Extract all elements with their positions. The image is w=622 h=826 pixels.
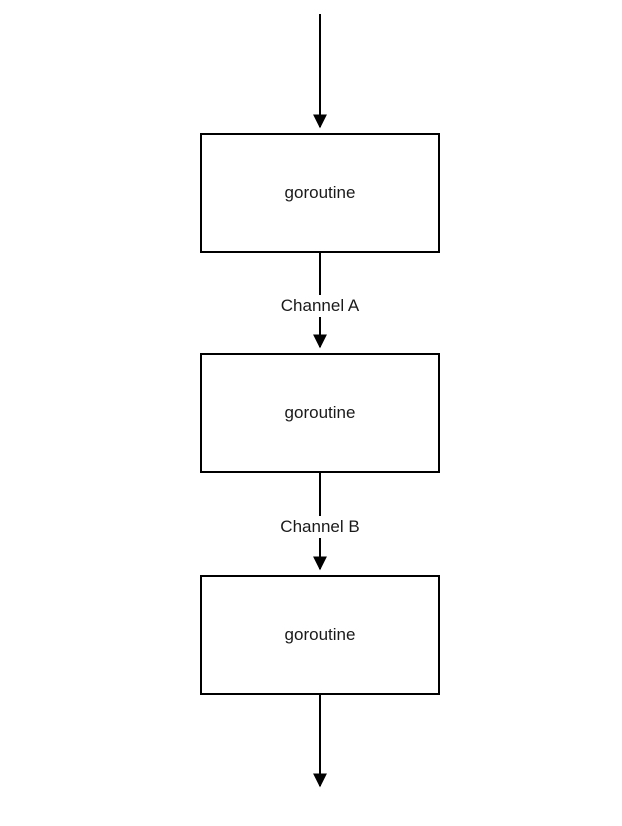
edge-label-channel-b: Channel B bbox=[275, 516, 365, 538]
goroutine-node-1: goroutine bbox=[200, 133, 440, 253]
goroutine-node-3-label: goroutine bbox=[284, 625, 356, 644]
goroutine-node-3: goroutine bbox=[200, 575, 440, 695]
goroutine-node-2-label: goroutine bbox=[284, 403, 356, 422]
goroutine-node-2: goroutine bbox=[200, 353, 440, 473]
goroutine-node-1-label: goroutine bbox=[284, 183, 356, 202]
edge-label-channel-a: Channel A bbox=[275, 295, 365, 317]
